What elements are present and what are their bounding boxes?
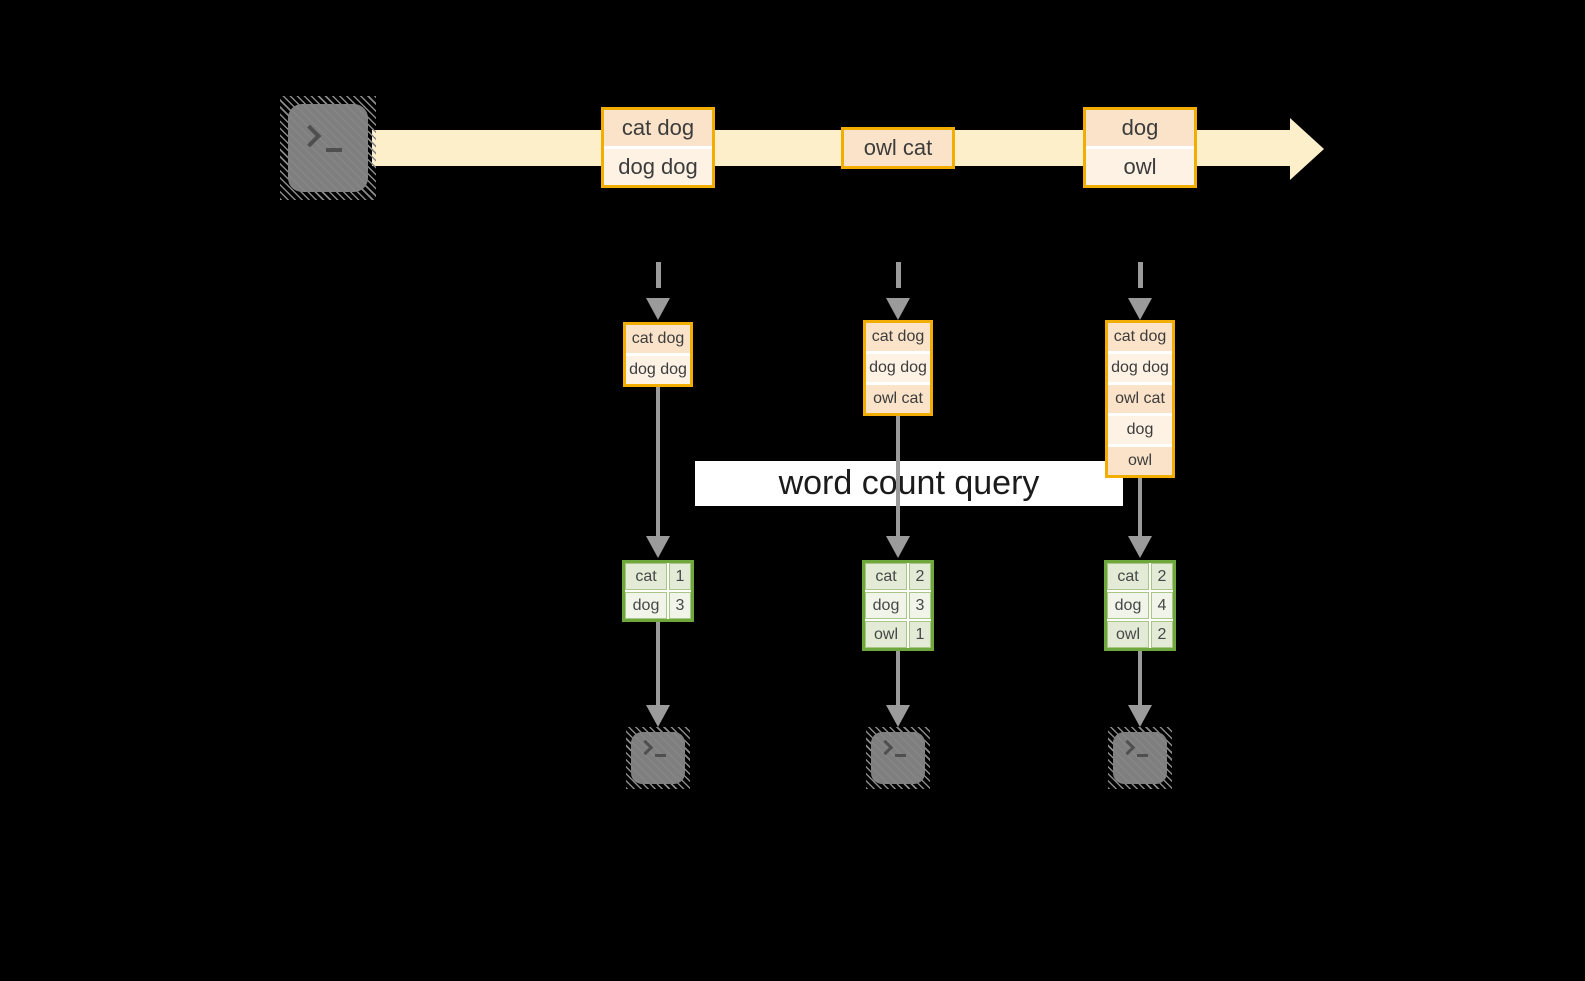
stream-event-1: cat dog dog dog — [601, 107, 715, 188]
dashed-arrow-line — [656, 262, 661, 288]
record-buffer-1: cat dog dog dog — [623, 322, 693, 387]
table-cell-word: dog — [1107, 592, 1149, 619]
buffer-record: cat dog — [626, 325, 690, 353]
record-buffer-2: cat dog dog dog owl cat — [863, 320, 933, 416]
event-record: cat dog — [604, 110, 712, 146]
stream-event-2: owl cat — [841, 127, 955, 169]
dashed-arrowhead-icon — [1128, 298, 1152, 320]
buffer-record: cat dog — [1108, 323, 1172, 351]
stream-arrowhead-icon — [1290, 118, 1324, 180]
terminal-screen — [871, 732, 925, 784]
event-record: dog — [1086, 110, 1194, 146]
table-cell-word: owl — [1107, 621, 1149, 648]
buffer-record: dog dog — [866, 354, 930, 382]
table-cell-word: cat — [625, 563, 667, 590]
table-cell-count: 2 — [909, 563, 931, 590]
terminal-screen — [631, 732, 685, 784]
record-buffer-3: cat dog dog dog owl cat dog owl — [1105, 320, 1175, 478]
table-cell-word: cat — [1107, 563, 1149, 590]
prompt-underscore-icon — [895, 754, 906, 757]
flow-arrowhead-icon — [1128, 705, 1152, 727]
flow-line — [1138, 478, 1142, 536]
table-cell-word: dog — [625, 592, 667, 619]
stream-event-3: dog owl — [1083, 107, 1197, 188]
flow-line — [656, 622, 660, 705]
buffer-record: owl cat — [866, 385, 930, 413]
buffer-record: dog — [1108, 416, 1172, 444]
count-table-2: cat 2 dog 3 owl 1 — [862, 560, 934, 651]
buffer-record: owl cat — [1108, 385, 1172, 413]
count-table-3: cat 2 dog 4 owl 2 — [1104, 560, 1176, 651]
prompt-underscore-icon — [1137, 754, 1148, 757]
flow-arrowhead-icon — [886, 536, 910, 558]
prompt-underscore-icon — [655, 754, 666, 757]
table-cell-word: owl — [865, 621, 907, 648]
sink-terminal-icon — [1108, 727, 1172, 789]
flow-line — [1138, 651, 1142, 705]
buffer-record: dog dog — [1108, 354, 1172, 382]
sink-terminal-icon — [626, 727, 690, 789]
flow-arrowhead-icon — [886, 705, 910, 727]
table-cell-count: 2 — [1151, 563, 1173, 590]
dashed-arrow-line — [896, 262, 901, 288]
terminal-screen — [1113, 732, 1167, 784]
table-cell-count: 1 — [669, 563, 691, 590]
dashed-arrow-line — [1138, 262, 1143, 288]
event-record: owl — [1086, 149, 1194, 185]
count-table-1: cat 1 dog 3 — [622, 560, 694, 622]
table-cell-count: 4 — [1151, 592, 1173, 619]
prompt-underscore-icon — [326, 148, 342, 152]
table-cell-word: cat — [865, 563, 907, 590]
flow-line — [896, 416, 900, 536]
table-cell-count: 3 — [669, 592, 691, 619]
flow-arrowhead-icon — [646, 536, 670, 558]
event-record: owl cat — [844, 130, 952, 166]
buffer-record: owl — [1108, 447, 1172, 475]
word-count-query-label: word count query — [695, 461, 1123, 506]
flow-arrowhead-icon — [1128, 536, 1152, 558]
buffer-record: cat dog — [866, 323, 930, 351]
table-cell-count: 3 — [909, 592, 931, 619]
source-terminal-icon — [280, 96, 376, 200]
flow-arrowhead-icon — [646, 705, 670, 727]
table-cell-count: 2 — [1151, 621, 1173, 648]
flow-line — [896, 651, 900, 705]
dashed-arrowhead-icon — [646, 298, 670, 320]
buffer-record: dog dog — [626, 356, 690, 384]
flow-line — [656, 387, 660, 536]
table-cell-word: dog — [865, 592, 907, 619]
event-record: dog dog — [604, 149, 712, 185]
sink-terminal-icon — [866, 727, 930, 789]
table-cell-count: 1 — [909, 621, 931, 648]
dashed-arrowhead-icon — [886, 298, 910, 320]
